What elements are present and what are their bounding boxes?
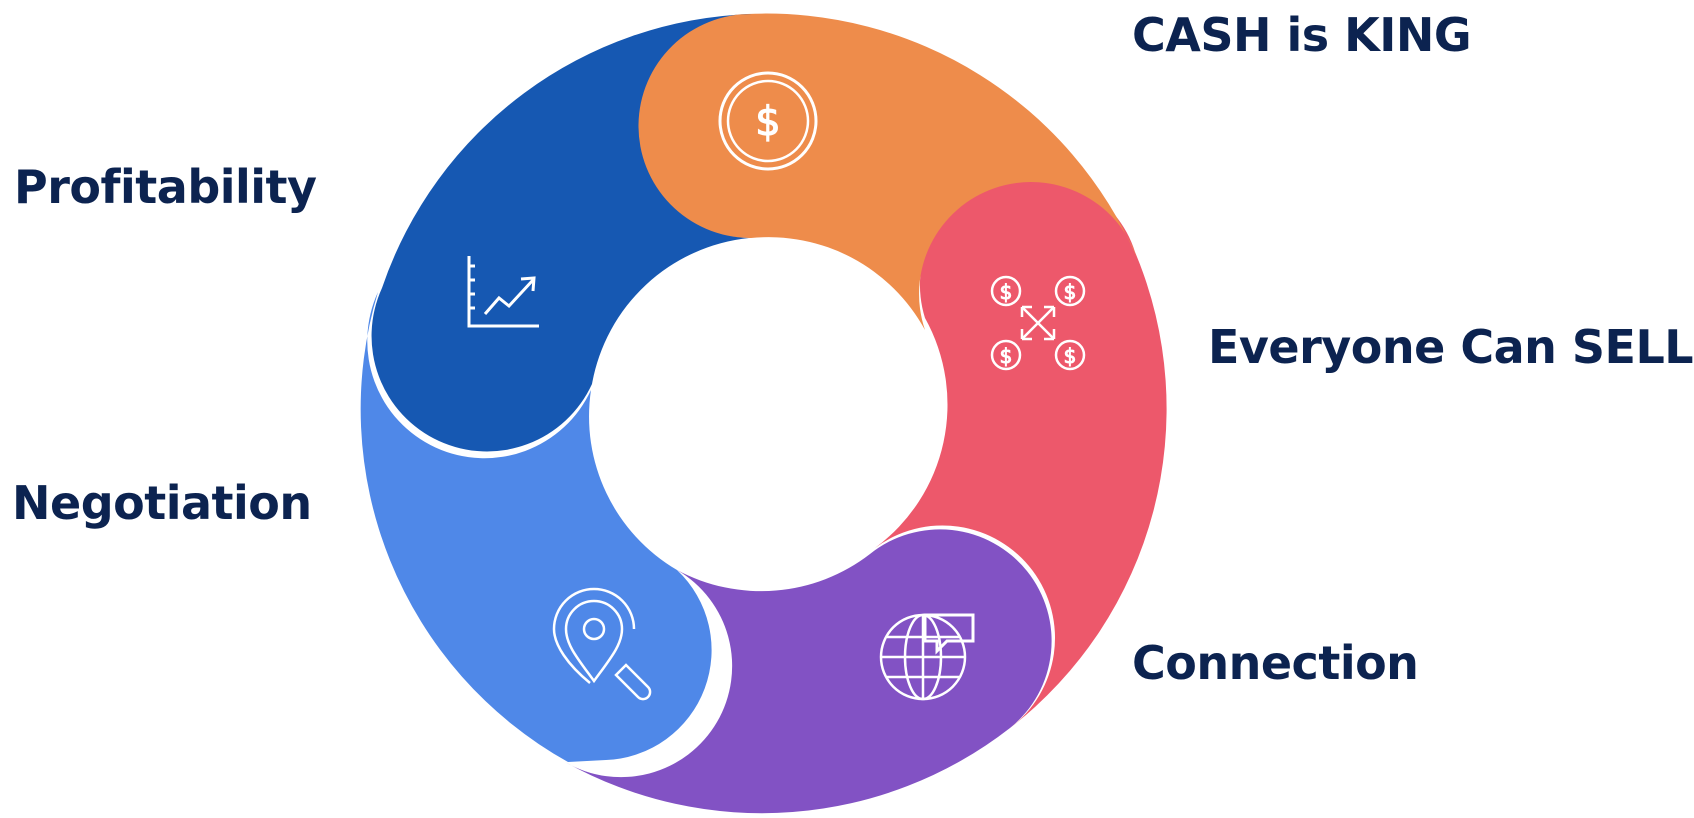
growth-chart-icon	[467, 256, 539, 328]
svg-text:$: $	[755, 99, 780, 145]
svg-text:$: $	[1064, 280, 1077, 304]
label-cash-is-king: CASH is KING	[1132, 8, 1472, 62]
svg-text:$: $	[1000, 344, 1013, 368]
segment-connection	[565, 529, 1052, 814]
label-profitability: Profitability	[14, 160, 317, 214]
svg-text:$: $	[1000, 280, 1013, 304]
label-connection: Connection	[1132, 636, 1419, 690]
segment-cash	[636, 13, 1137, 330]
svg-text:$: $	[1064, 344, 1077, 368]
segment-profitability	[371, 13, 752, 452]
label-everyone-can-sell: Everyone Can SELL	[1208, 320, 1694, 374]
label-negotiation: Negotiation	[12, 476, 312, 530]
segment-negotiation	[360, 292, 712, 762]
segment-sell	[875, 174, 1167, 728]
dollar-network-arrows-icon: $ $ $ $	[990, 275, 1086, 371]
dollar-coin-icon: $	[718, 71, 818, 171]
location-search-icon	[552, 587, 652, 701]
globe-speech-bubble-icon	[879, 613, 975, 701]
